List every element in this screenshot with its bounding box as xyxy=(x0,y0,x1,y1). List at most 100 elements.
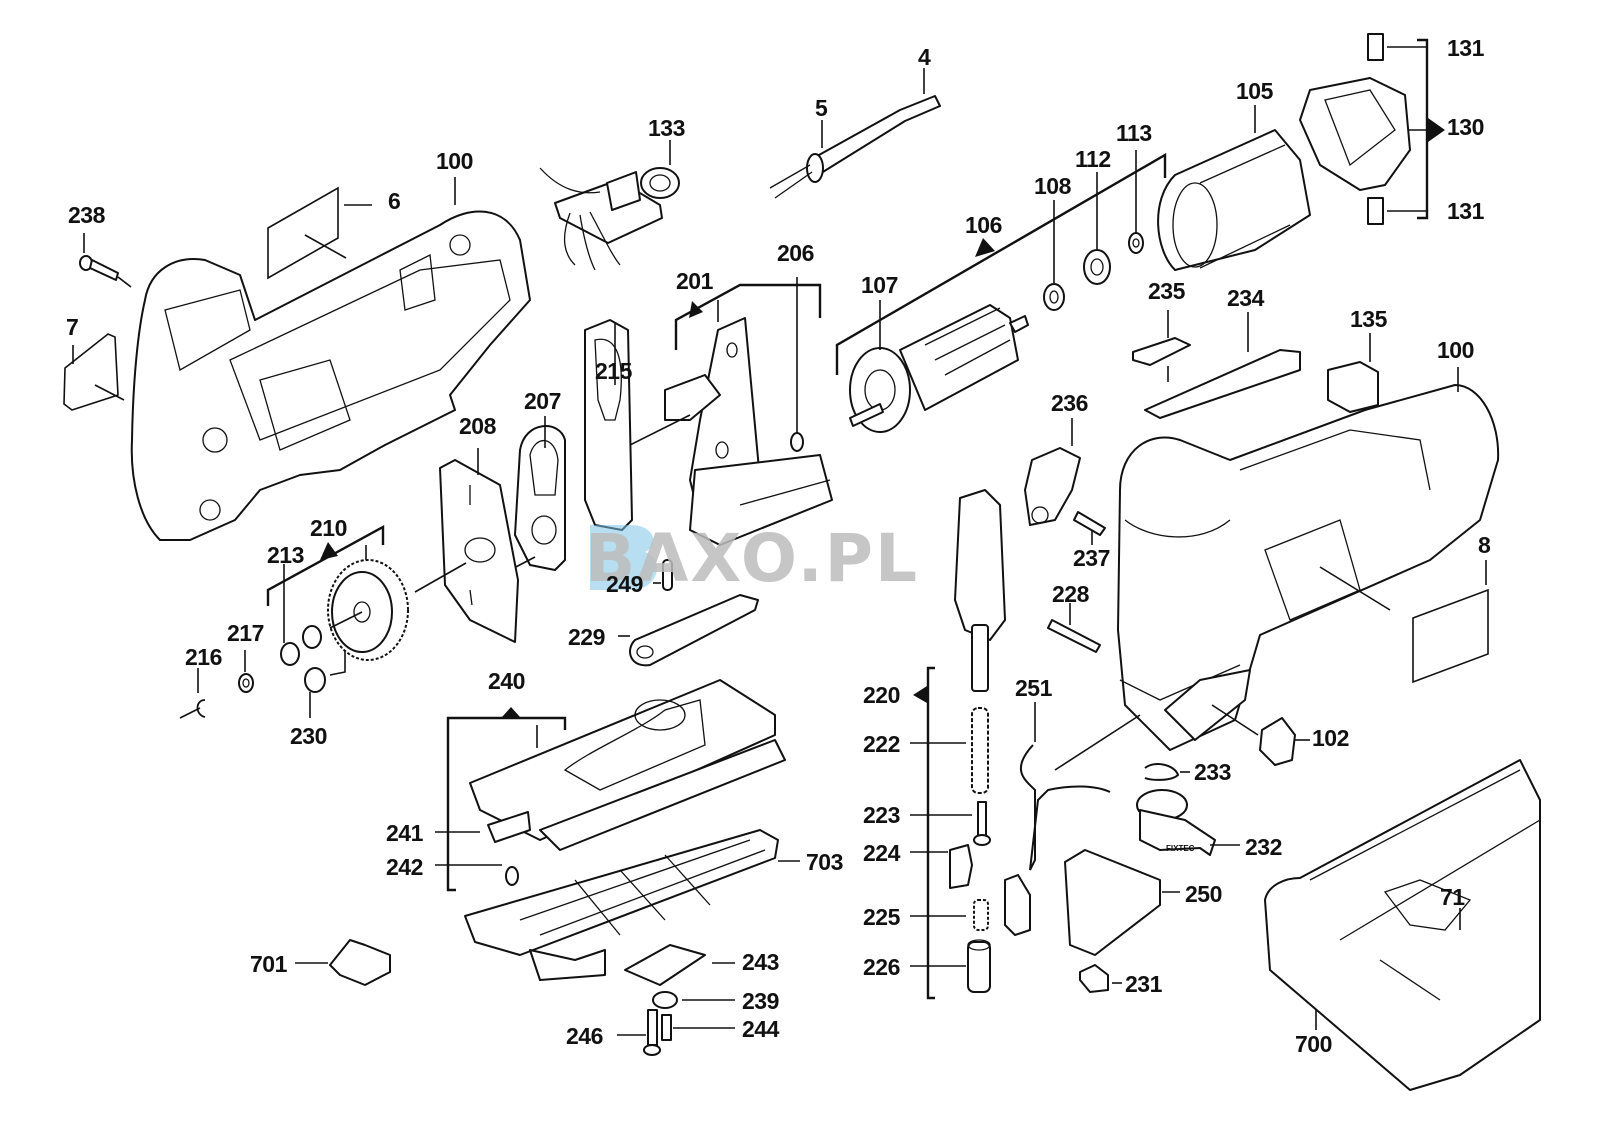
slider-235 xyxy=(1132,310,1191,382)
plunger-holder xyxy=(954,489,1006,692)
lever-229 xyxy=(618,594,759,667)
watermark-text: BAXO.PL xyxy=(585,520,920,597)
part-label-208: 208 xyxy=(459,413,496,439)
part-label-100-left: 100 xyxy=(436,148,473,174)
roller-bracket-236 xyxy=(1024,418,1081,526)
part-label-226: 226 xyxy=(863,954,900,980)
part-label-113: 113 xyxy=(1116,120,1152,146)
part-label-701: 701 xyxy=(250,951,287,977)
part-label-135: 135 xyxy=(1350,306,1387,332)
base-shoe-703 xyxy=(464,829,800,981)
blade-guide-201 xyxy=(664,317,833,546)
label-sticker-8 xyxy=(1412,560,1489,684)
part-label-107: 107 xyxy=(861,272,898,298)
part-label-105: 105 xyxy=(1236,78,1273,104)
magnet-233 xyxy=(1144,763,1190,781)
gear-210 xyxy=(327,559,409,661)
part-label-220: 220 xyxy=(863,682,900,708)
part-label-230: 230 xyxy=(290,723,327,749)
stator-field-105 xyxy=(1157,105,1311,271)
assembly-201-bracket xyxy=(674,277,822,435)
part-label-222: 222 xyxy=(863,731,900,757)
washer-217 xyxy=(238,650,254,693)
part-231 xyxy=(1079,964,1122,993)
guide-plate-208 xyxy=(414,448,519,643)
spring-222 xyxy=(971,707,989,794)
sleeve-226 xyxy=(967,939,991,993)
assembly-240-bracket xyxy=(435,707,567,892)
part-label-238: 238 xyxy=(68,202,105,228)
pin-237 xyxy=(1073,511,1106,545)
part-label-246: 246 xyxy=(566,1023,603,1049)
washer-239 xyxy=(652,991,735,1009)
part-label-223: 223 xyxy=(863,802,900,828)
part-label-112: 112 xyxy=(1075,146,1111,172)
housing-right-assembled xyxy=(1054,367,1500,771)
power-cord-4 xyxy=(769,68,941,199)
switch-133 xyxy=(539,140,680,271)
part-label-8: 8 xyxy=(1478,532,1491,558)
pin-249 xyxy=(653,559,673,591)
needle-bearing-230 xyxy=(304,650,346,718)
part-unlabeled-slider xyxy=(1004,874,1031,936)
part-224 xyxy=(949,844,973,889)
part-label-236: 236 xyxy=(1051,390,1088,416)
screw-223 xyxy=(973,801,991,846)
spring-225 xyxy=(973,899,989,931)
part-label-217: 217 xyxy=(227,620,264,646)
part-label-249: 249 xyxy=(606,571,643,597)
part-label-232: 232 xyxy=(1245,834,1282,860)
part-label-242: 242 xyxy=(386,854,423,880)
part-label-106: 106 xyxy=(965,212,1002,238)
part-label-241: 241 xyxy=(386,820,423,846)
armature-107 xyxy=(849,300,1029,433)
retaining-ring-216 xyxy=(179,668,206,719)
part-label-6: 6 xyxy=(388,188,401,214)
part-label-700: 700 xyxy=(1295,1031,1332,1057)
assembly-106-bracket xyxy=(835,152,1167,375)
part-label-210: 210 xyxy=(310,515,347,541)
label-sticker-6 xyxy=(267,186,372,280)
part-label-240: 240 xyxy=(488,668,525,694)
part-label-251: 251 xyxy=(1015,675,1052,701)
label-sticker-7 xyxy=(63,333,125,411)
pin-228 xyxy=(1047,603,1101,653)
knob-102 xyxy=(1211,704,1310,766)
part-label-243: 243 xyxy=(742,949,779,975)
chip-guard-701 xyxy=(295,939,391,986)
clamp-243 xyxy=(624,944,735,986)
switch-rod-234 xyxy=(1144,312,1301,419)
bearing-108 xyxy=(1043,200,1065,311)
part-label-100-right: 100 xyxy=(1437,337,1474,363)
part-label-233: 233 xyxy=(1194,759,1231,785)
screw-242 xyxy=(505,866,519,886)
part-label-239: 239 xyxy=(742,988,779,1014)
part-label-215: 215 xyxy=(595,358,632,384)
watermark-logo xyxy=(590,525,657,590)
screw-244 xyxy=(661,1014,735,1041)
bearing-213 xyxy=(280,564,322,666)
carry-case-700 xyxy=(1264,759,1541,1091)
screw-238 xyxy=(79,233,132,288)
part-label-250: 250 xyxy=(1185,881,1222,907)
wire-spring-251 xyxy=(1020,702,1111,871)
part-label-224: 224 xyxy=(863,840,900,866)
part-label-235: 235 xyxy=(1148,278,1185,304)
part-label-213: 213 xyxy=(267,542,304,568)
fixtec-clamp-232: FIXTEC xyxy=(1136,789,1240,856)
housing-left-half xyxy=(130,210,531,541)
part-label-130: 130 xyxy=(1447,114,1484,140)
part-label-237: 237 xyxy=(1073,545,1110,571)
part-label-133: 133 xyxy=(648,115,685,141)
part-label-4: 4 xyxy=(918,44,931,70)
part-label-244: 244 xyxy=(742,1016,779,1042)
gasket-plate-207 xyxy=(509,416,566,571)
part-label-234: 234 xyxy=(1227,285,1264,311)
part-label-131-bottom: 131 xyxy=(1447,198,1484,224)
part-label-5: 5 xyxy=(815,95,828,121)
assembly-220-bracket xyxy=(910,666,972,1000)
part-label-7: 7 xyxy=(66,314,79,340)
screw-246 xyxy=(617,1009,661,1056)
bearing-112 xyxy=(1083,172,1111,285)
